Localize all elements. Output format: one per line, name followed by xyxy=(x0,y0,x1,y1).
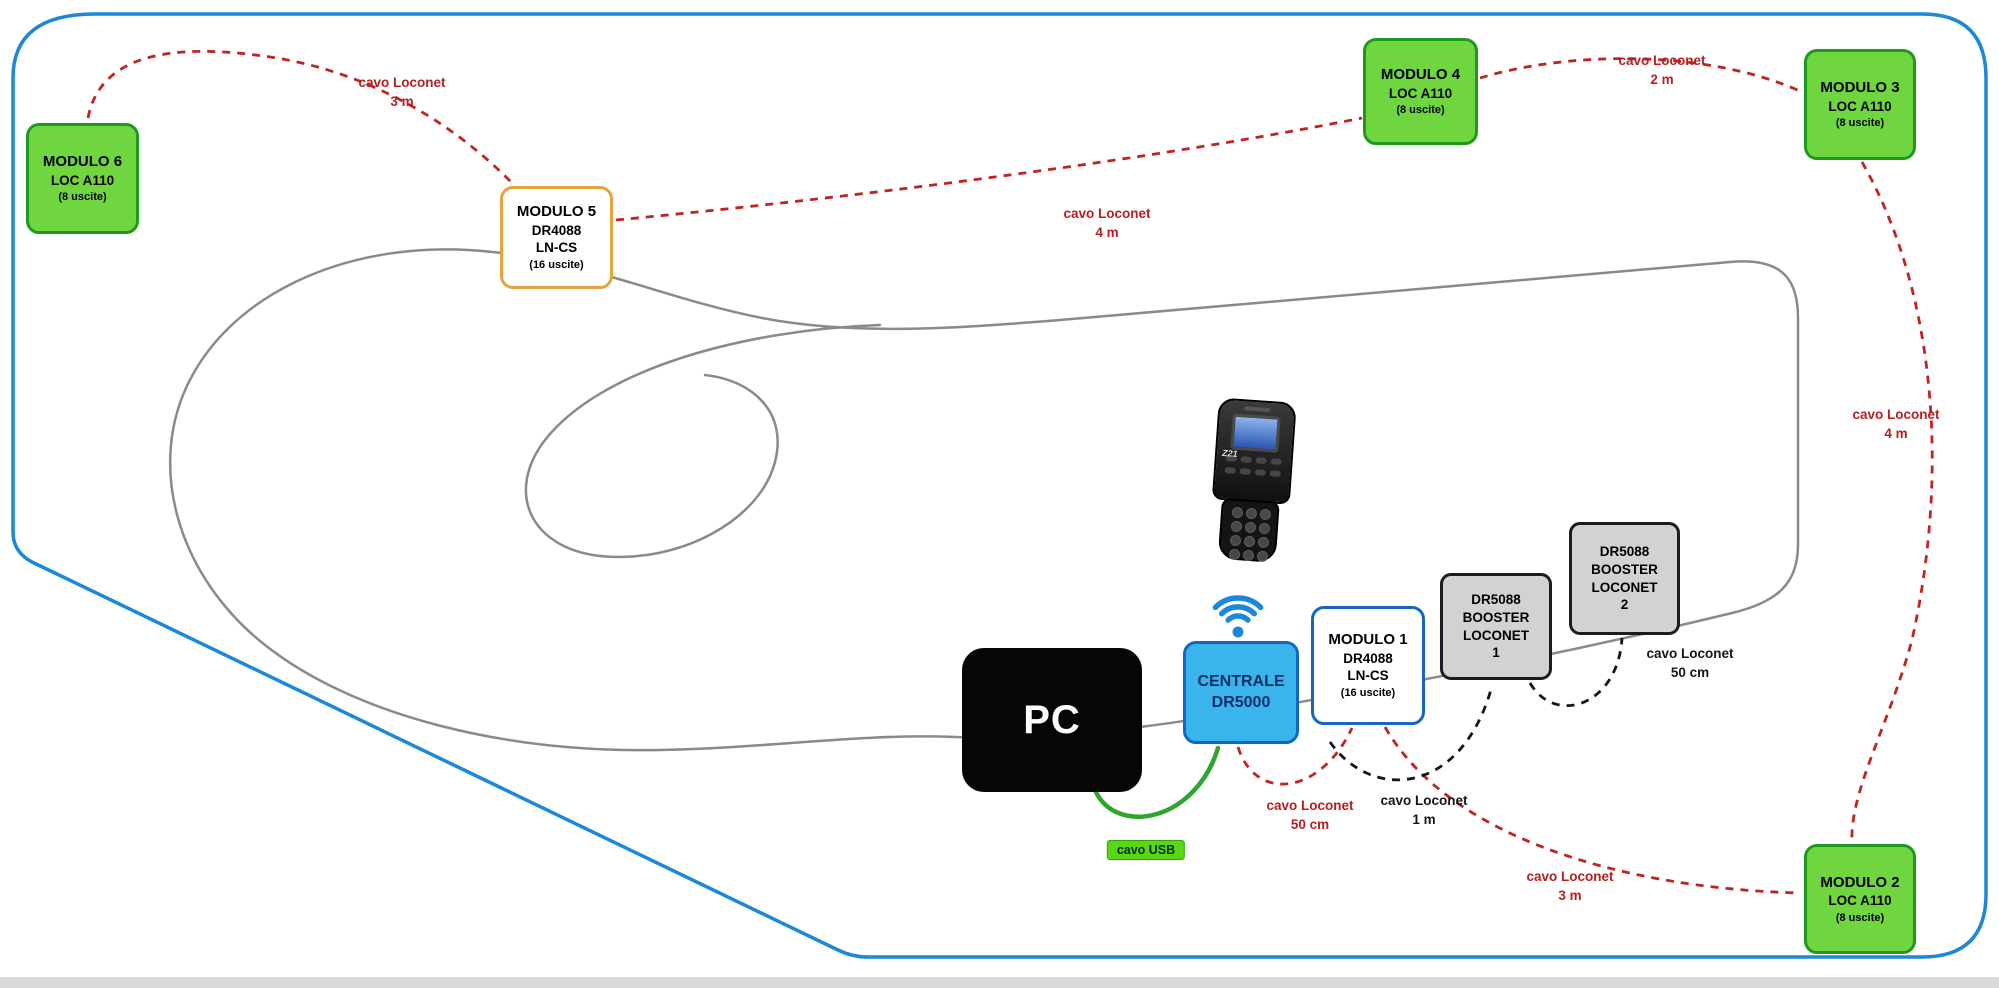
booster1-bus: LOCONET xyxy=(1463,627,1529,643)
label-line: 50 cm xyxy=(1670,664,1710,680)
centrale-model: DR5000 xyxy=(1211,693,1271,711)
label-cavo-loconet-50cm-black: cavo Loconet 50 cm xyxy=(1646,645,1733,683)
modulo3-outputs: (8 uscite) xyxy=(1835,117,1885,130)
throttle-screen xyxy=(1230,413,1281,453)
booster2-type: BOOSTER xyxy=(1591,561,1658,577)
wireless-throttle: Z21 xyxy=(1198,397,1305,571)
cable-loconet-m3-m2 xyxy=(1850,161,1934,843)
modulo4-title: MODULO 4 xyxy=(1380,66,1461,84)
label-cavo-loconet-1m: cavo Loconet 1 m xyxy=(1380,792,1467,830)
booster2-number: 2 xyxy=(1620,597,1629,613)
modulo5-outputs: (16 uscite) xyxy=(529,258,584,271)
modulo2-title: MODULO 2 xyxy=(1820,873,1900,891)
cable-loconet-m1-m2 xyxy=(1383,726,1801,895)
label-line: 3 m xyxy=(1558,887,1582,903)
booster1-model: DR5088 xyxy=(1471,592,1521,608)
node-modulo-4: MODULO 4 LOC A110 (8 uscite) xyxy=(1363,38,1478,145)
modulo1-model2: LN-CS xyxy=(1347,668,1389,684)
node-pc: PC xyxy=(962,648,1142,792)
node-booster-2: DR5088 BOOSTER LOCONET 2 xyxy=(1569,522,1680,635)
throttle-brand-label: Z21 xyxy=(1221,447,1238,459)
label-cavo-loconet-4m-top: cavo Loconet 4 m xyxy=(1063,205,1150,243)
label-cavo-loconet-50cm-red: cavo Loconet 50 cm xyxy=(1266,797,1353,835)
wifi-icon xyxy=(1212,595,1264,638)
throttle-function-buttons-2 xyxy=(1216,466,1290,477)
throttle-upper-body: Z21 xyxy=(1211,397,1297,505)
label-cavo-loconet-4m-right: cavo Loconet 4 m xyxy=(1852,406,1939,444)
layout-outline xyxy=(11,12,1988,959)
label-line: cavo Loconet xyxy=(1646,646,1734,661)
booster2-bus: LOCONET xyxy=(1591,579,1658,595)
label-line: cavo Loconet xyxy=(1618,53,1706,68)
node-modulo-3: MODULO 3 LOC A110 (8 uscite) xyxy=(1804,49,1916,160)
modulo6-title: MODULO 6 xyxy=(42,153,123,171)
cable-loconet-m5-m4 xyxy=(615,116,1363,222)
label-line: 4 m xyxy=(1095,224,1119,240)
node-modulo-6: MODULO 6 LOC A110 (8 uscite) xyxy=(26,123,139,234)
modulo4-model: LOC A110 xyxy=(1388,85,1453,101)
modulo1-outputs: (16 uscite) xyxy=(1340,686,1396,699)
node-modulo-1: MODULO 1 DR4088 LN-CS (16 uscite) xyxy=(1311,606,1425,725)
modulo3-model: LOC A110 xyxy=(1828,98,1892,114)
cable-loconet-booster1-booster2 xyxy=(1528,637,1624,708)
cable-loconet-centrale-m1 xyxy=(1236,727,1354,786)
label-line: 3 m xyxy=(390,93,414,109)
node-modulo-5: MODULO 5 DR4088 LN-CS (16 uscite) xyxy=(500,186,613,289)
label-line: cavo Loconet xyxy=(1380,793,1468,808)
label-line: cavo Loconet xyxy=(1266,798,1354,813)
booster1-type: BOOSTER xyxy=(1462,609,1530,625)
label-line: cavo Loconet xyxy=(1852,407,1940,422)
throttle-keypad xyxy=(1217,496,1280,563)
modulo2-outputs: (8 uscite) xyxy=(1835,911,1885,924)
label-line: cavo Loconet xyxy=(1063,206,1151,221)
modulo6-model: LOC A110 xyxy=(50,172,115,188)
node-booster-1: DR5088 BOOSTER LOCONET 1 xyxy=(1440,573,1552,680)
label-line: 50 cm xyxy=(1290,816,1330,832)
node-centrale-dr5000: CENTRALE DR5000 xyxy=(1183,641,1299,744)
cable-loconet-centrale-booster1 xyxy=(1328,685,1494,782)
centrale-title: CENTRALE xyxy=(1197,672,1285,690)
modulo1-title: MODULO 1 xyxy=(1328,631,1408,649)
cable-loconet-m6-m5 xyxy=(86,49,513,184)
track-inner-curl xyxy=(524,323,882,559)
pc-label: PC xyxy=(1023,697,1081,742)
label-cavo-loconet-3m-topleft: cavo Loconet 3 m xyxy=(358,74,445,112)
cable-usb-pc-centrale xyxy=(1092,745,1221,819)
label-line: cavo Loconet xyxy=(1526,869,1614,884)
modulo5-model2: LN-CS xyxy=(535,240,578,256)
node-modulo-2: MODULO 2 LOC A110 (8 uscite) xyxy=(1804,844,1916,954)
page-bottom-edge xyxy=(0,977,1999,988)
label-line: cavo Loconet xyxy=(358,75,446,90)
modulo6-outputs: (8 uscite) xyxy=(58,191,107,204)
label-cavo-loconet-3m-bottom: cavo Loconet 3 m xyxy=(1526,868,1613,906)
label-cavo-loconet-2m: cavo Loconet 2 m xyxy=(1618,52,1705,90)
throttle-speaker xyxy=(1244,406,1271,413)
modulo2-model: LOC A110 xyxy=(1828,893,1892,909)
modulo5-model: DR4088 xyxy=(531,222,582,238)
modulo1-model: DR4088 xyxy=(1343,650,1393,666)
label-cavo-usb: cavo USB xyxy=(1106,840,1186,860)
label-line: 2 m xyxy=(1650,71,1674,87)
modulo4-outputs: (8 uscite) xyxy=(1396,104,1445,117)
modulo3-title: MODULO 3 xyxy=(1820,79,1900,97)
label-line: 4 m xyxy=(1884,425,1908,441)
booster2-model: DR5088 xyxy=(1599,544,1650,560)
cable-loconet-m4-m3 xyxy=(1479,57,1803,94)
modulo5-title: MODULO 5 xyxy=(516,203,597,221)
booster1-number: 1 xyxy=(1492,645,1500,661)
label-line: 1 m xyxy=(1412,811,1436,827)
